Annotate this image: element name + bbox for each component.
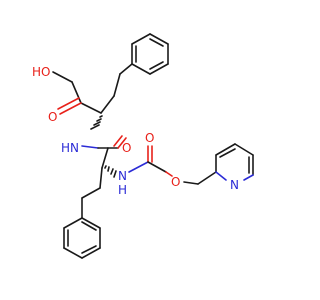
stereo-hash-bond-2 xyxy=(104,165,117,178)
amide-nh-h-label: H xyxy=(61,141,70,155)
alpha-carbon-bonds xyxy=(99,147,109,189)
carbamate-nh-h-label: H xyxy=(118,183,127,197)
pyridine-ring xyxy=(197,143,254,185)
ketone-oxygen-label: O xyxy=(48,110,57,124)
amide-bond xyxy=(81,135,127,149)
pyridine-nitrogen-label: N xyxy=(230,178,239,192)
molecule-canvas: HO O H N O N H O O xyxy=(32,33,254,259)
lower-phenyl-ring xyxy=(63,187,101,259)
hydroxyl-label: HO xyxy=(32,65,50,79)
alkyl-chain xyxy=(100,63,133,114)
structure-diagram: HO O H N O N H O O xyxy=(32,33,254,259)
amide-oxygen-label: O xyxy=(122,141,131,155)
carbamate-carbonyl-oxygen-label: O xyxy=(145,131,154,145)
upper-phenyl-ring xyxy=(131,33,169,75)
amide-nh-n-label: N xyxy=(70,141,79,155)
stereo-hash-bond xyxy=(90,115,103,130)
carbamate-group xyxy=(128,145,199,185)
hydroxymethyl-ketone xyxy=(52,71,102,115)
carbamate-nh-n-label: N xyxy=(118,169,127,183)
carbamate-ester-oxygen-label: O xyxy=(171,175,180,189)
